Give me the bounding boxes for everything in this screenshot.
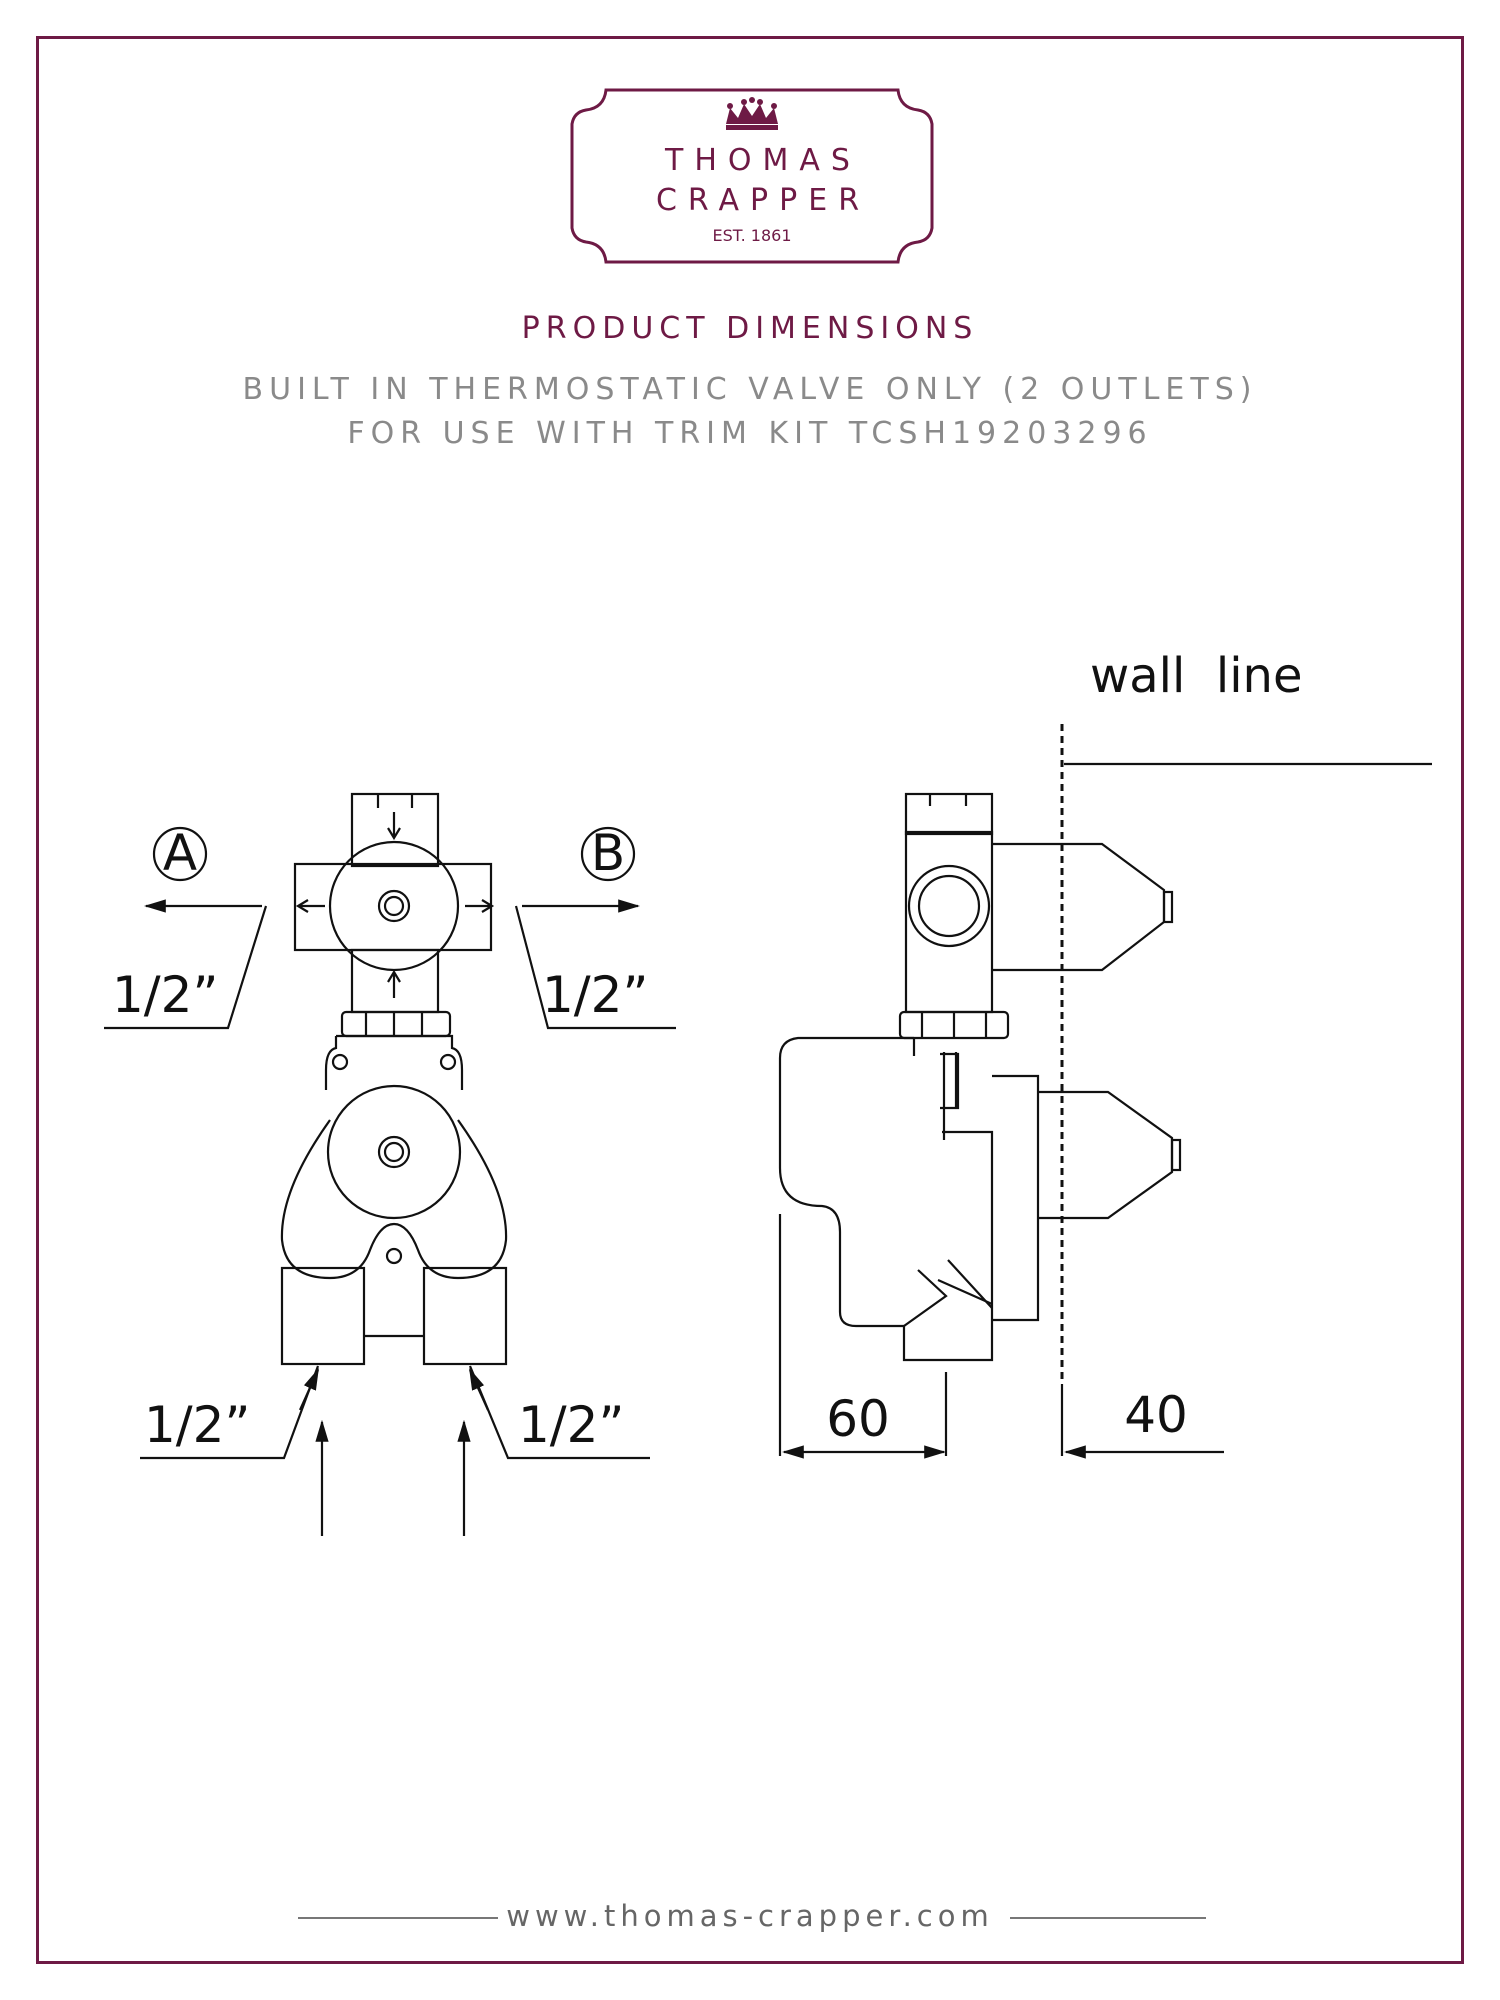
- inlet-callouts: [140, 1365, 650, 1536]
- wall-line: [1060, 724, 1432, 1384]
- outlet-a-size: 1/2”: [112, 966, 218, 1024]
- wall-line-label: wall line: [1090, 648, 1302, 704]
- outlet-b-label: B: [591, 824, 625, 882]
- dimension-lines: [778, 1214, 1224, 1459]
- dimension-projection: 40: [1124, 1386, 1188, 1444]
- front-view: [280, 792, 508, 1366]
- brand-name-line1: THOMAS: [665, 143, 861, 178]
- page-title: PRODUCT DIMENSIONS: [521, 311, 979, 346]
- brand-name-line2: CRAPPER: [655, 183, 871, 218]
- technical-drawing: A B 1/2” 1/2” 1/2” 1/2” wall line 60 40: [104, 648, 1432, 1536]
- footer-rule-right: [1010, 1917, 1206, 1919]
- brand-logo: THOMAS CRAPPER EST. 1861: [570, 88, 934, 264]
- footer-rule-left: [298, 1917, 498, 1919]
- side-view: [778, 792, 1182, 1362]
- footer-website[interactable]: www.thomas-crapper.com: [0, 1899, 1500, 1933]
- page-frame: [36, 36, 1464, 1964]
- crown-icon: [726, 97, 778, 130]
- inlet-right-size: 1/2”: [518, 1396, 624, 1454]
- product-subtitle-line2: FOR USE WITH TRIM KIT TCSH19203296: [347, 416, 1153, 451]
- outlet-a-label: A: [163, 824, 197, 882]
- product-subtitle-line1: BUILT IN THERMOSTATIC VALVE ONLY (2 OUTL…: [242, 372, 1258, 407]
- dimension-depth: 60: [826, 1390, 890, 1448]
- outlet-b-callout: [514, 826, 676, 1030]
- logo-badge-outline: [570, 88, 934, 264]
- brand-established: EST. 1861: [712, 226, 792, 245]
- outlet-b-size: 1/2”: [542, 966, 648, 1024]
- outlet-a-callout: [104, 826, 268, 1030]
- footer-website-text[interactable]: www.thomas-crapper.com: [498, 1899, 1002, 1933]
- inlet-left-size: 1/2”: [144, 1396, 250, 1454]
